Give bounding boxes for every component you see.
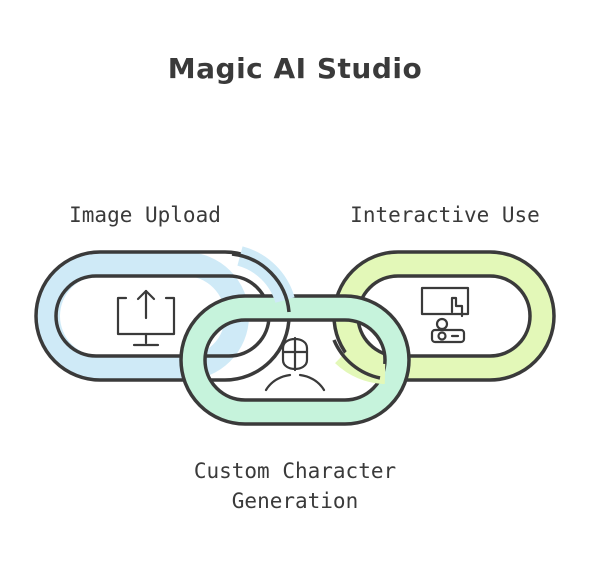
link-inner-outline-custom-character xyxy=(203,318,387,402)
interlock-overlap-right xyxy=(332,339,386,384)
label-custom-character-generation: Custom Character Generation xyxy=(150,456,440,516)
diagram-title: Magic AI Studio xyxy=(167,52,423,85)
interlock-overlap-left xyxy=(231,246,295,313)
chain-link-custom-character xyxy=(179,294,411,426)
overlap-outline-left-outer xyxy=(231,252,291,313)
overlap-outline-right-outer xyxy=(332,339,381,380)
label-interactive-use: Interactive Use xyxy=(350,203,540,227)
character-mask-icon xyxy=(264,336,326,392)
label-custom-line-2: Generation xyxy=(231,489,359,513)
upload-monitor-icon xyxy=(116,289,176,347)
link-outer-outline-custom-character xyxy=(179,294,411,426)
touch-screen-projector-icon xyxy=(420,286,470,344)
label-custom-line-1: Custom Character xyxy=(193,459,397,483)
label-image-upload: Image Upload xyxy=(69,203,221,227)
